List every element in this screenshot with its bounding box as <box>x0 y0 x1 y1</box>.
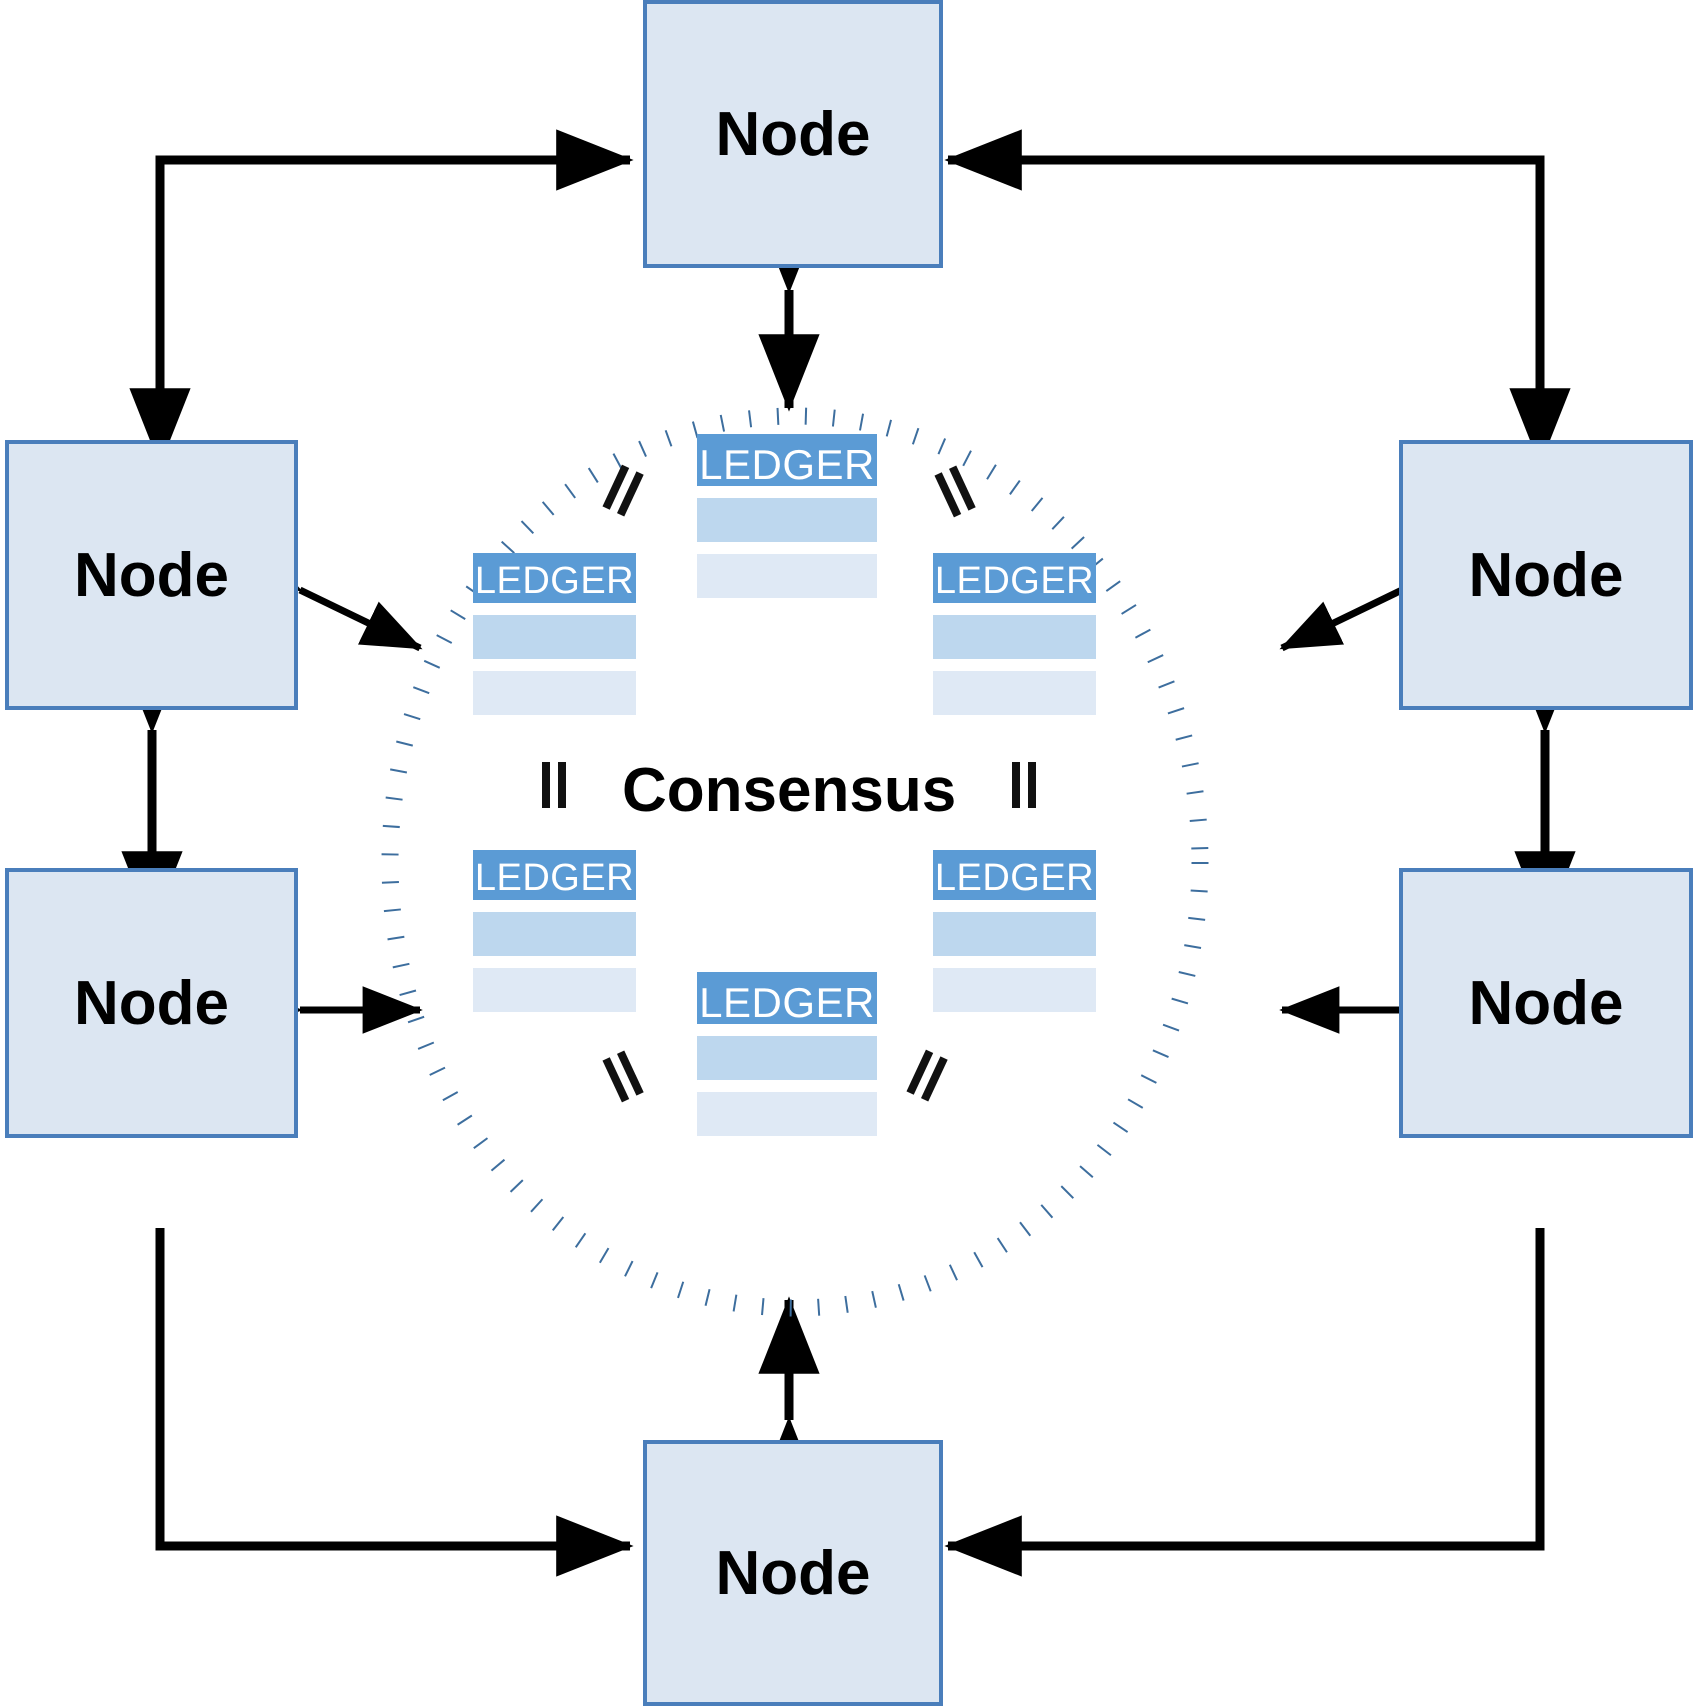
ledger-lower-left[interactable]: LEDGER <box>473 850 636 1012</box>
connector-left-lower-to-bottom <box>155 1228 634 1577</box>
ledger-lower-right-row-1 <box>933 912 1096 956</box>
ledger-lower-left-row-2 <box>473 968 636 1012</box>
node-left-upper[interactable]: Node <box>5 440 298 710</box>
node-right-upper-label: Node <box>1468 540 1624 610</box>
ledger-lower-left-header: LEDGER <box>473 850 636 900</box>
node-right-upper[interactable]: Node <box>1399 440 1693 710</box>
node-top-label: Node <box>715 99 871 169</box>
ledger-upper-right[interactable]: LEDGER <box>933 553 1096 715</box>
equals-icon-mid-left <box>532 762 578 808</box>
ledger-upper-left-row-2 <box>473 671 636 715</box>
ledger-bottom-header: LEDGER <box>697 972 877 1026</box>
ledger-lower-right[interactable]: LEDGER <box>933 850 1096 1012</box>
connector-left-upper-to-top <box>155 129 634 478</box>
equals-icon-mid-right <box>1002 762 1048 808</box>
node-left-lower-label: Node <box>74 968 229 1038</box>
ledger-upper-left-header: LEDGER <box>473 553 636 603</box>
node-left-lower[interactable]: Node <box>5 868 298 1138</box>
node-right-lower[interactable]: Node <box>1399 868 1693 1138</box>
consensus-circle-boundary <box>381 407 1209 1317</box>
ledger-top-row-1 <box>697 498 877 542</box>
connector-left-upper-to-circle <box>237 543 423 652</box>
ledger-top[interactable]: LEDGER <box>697 434 877 598</box>
node-right-lower-label: Node <box>1468 968 1624 1038</box>
connector-right-upper-to-top <box>944 129 1545 478</box>
node-bottom[interactable]: Node <box>643 1440 943 1706</box>
ledger-upper-left[interactable]: LEDGER <box>473 553 636 715</box>
ledger-upper-left-row-1 <box>473 615 636 659</box>
ledger-lower-right-row-2 <box>933 968 1096 1012</box>
ledger-lower-right-header: LEDGER <box>933 850 1096 900</box>
ledger-top-row-2 <box>697 554 877 598</box>
ledger-bottom-row-2 <box>697 1092 877 1136</box>
ledger-bottom-row-1 <box>697 1036 877 1080</box>
ledger-lower-left-row-1 <box>473 912 636 956</box>
node-top[interactable]: Node <box>643 0 943 268</box>
ledger-upper-right-row-1 <box>933 615 1096 659</box>
connector-right-lower-to-bottom <box>944 1228 1545 1577</box>
connector-right-upper-to-circle <box>1279 543 1465 652</box>
ledger-upper-right-header: LEDGER <box>933 553 1096 603</box>
ledger-upper-right-row-2 <box>933 671 1096 715</box>
ledger-top-header: LEDGER <box>697 434 877 488</box>
consensus-label: Consensus <box>622 756 957 825</box>
ledger-bottom[interactable]: LEDGER <box>697 972 877 1136</box>
node-bottom-label: Node <box>715 1538 871 1608</box>
node-left-upper-label: Node <box>74 540 229 610</box>
